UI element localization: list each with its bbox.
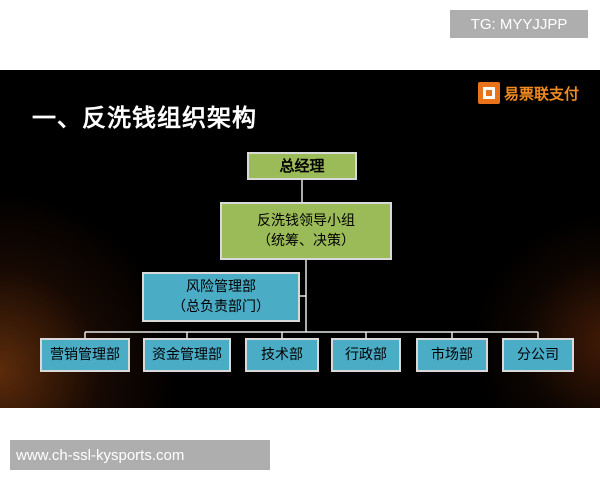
node-aml-committee-line1: 反洗钱领导小组: [257, 213, 355, 229]
node-department: 资金管理部: [143, 338, 231, 372]
node-department: 营销管理部: [40, 338, 130, 372]
node-department-label: 营销管理部: [50, 347, 120, 363]
node-department-label: 资金管理部: [152, 347, 222, 363]
node-aml-committee-line2: （统筹、决策）: [257, 233, 355, 249]
node-department: 分公司: [502, 338, 574, 372]
logo-mark-icon: [478, 82, 500, 104]
node-department-label: 技术部: [261, 347, 303, 363]
node-department: 市场部: [416, 338, 488, 372]
slide: 一、反洗钱组织架构 易票联支付 总经理 反洗钱领导小组 （统筹、决策） 风: [0, 70, 600, 408]
node-risk-management-line2: （总负责部门）: [172, 299, 270, 315]
node-aml-committee: 反洗钱领导小组 （统筹、决策）: [220, 202, 392, 260]
node-general-manager: 总经理: [247, 152, 357, 180]
logo-text: 易票联支付: [504, 84, 580, 103]
node-department-label: 市场部: [431, 347, 473, 363]
company-logo: 易票联支付: [478, 82, 579, 104]
watermark-tg-badge: TG: MYYJJPP: [450, 10, 588, 38]
node-general-manager-label: 总经理: [279, 157, 325, 175]
node-risk-management: 风险管理部 （总负责部门）: [142, 272, 300, 322]
node-department: 技术部: [245, 338, 319, 372]
slide-title: 一、反洗钱组织架构: [32, 104, 257, 132]
node-risk-management-line1: 风险管理部: [186, 279, 256, 295]
node-department-label: 分公司: [517, 347, 559, 363]
org-connector-lines: [84, 180, 539, 338]
node-department: 行政部: [331, 338, 401, 372]
background-glow-right: [470, 210, 600, 408]
node-department-label: 行政部: [345, 347, 387, 363]
watermark-url-bar: www.ch-ssl-kysports.com: [10, 440, 270, 470]
